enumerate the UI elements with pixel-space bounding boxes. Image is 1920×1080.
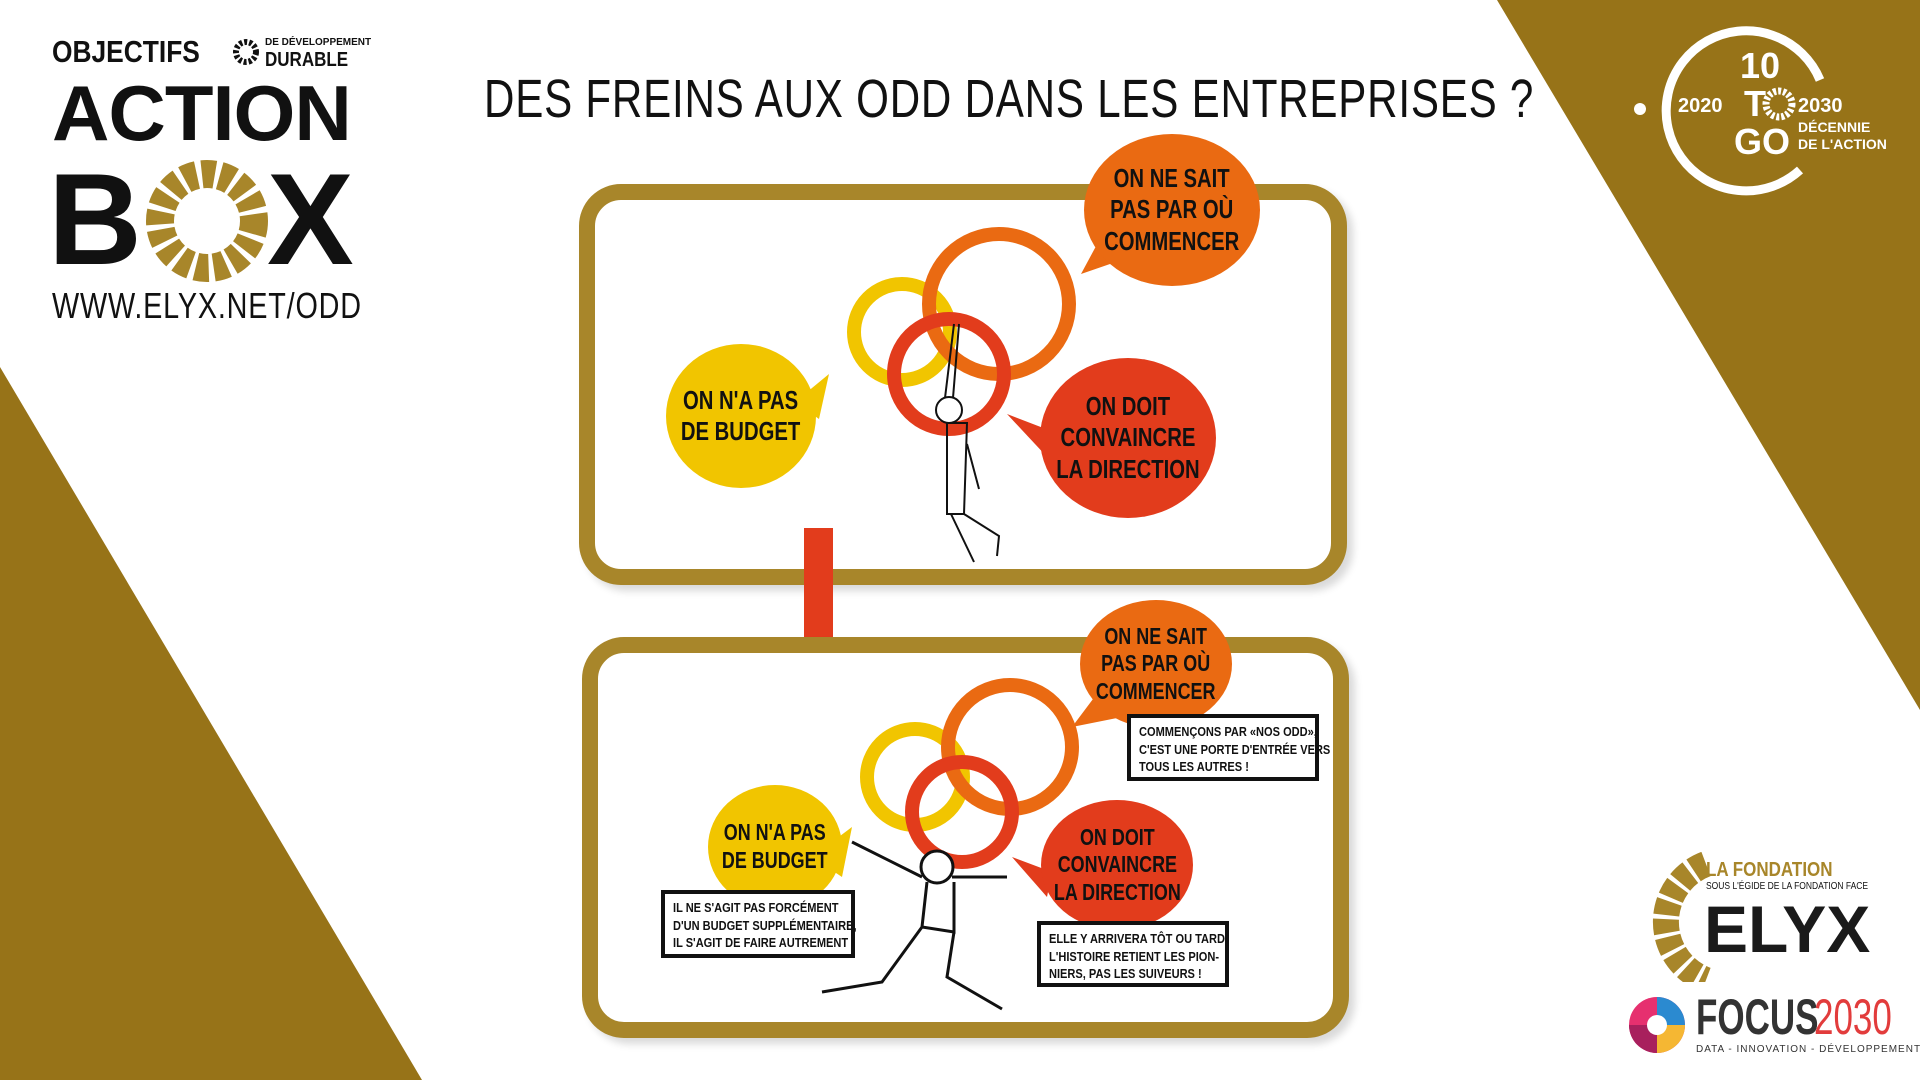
elyx-name: ELYX [1704, 892, 1871, 966]
top-yellow-text: ON N'A PAS DE BUDGET [681, 384, 801, 446]
bottom-red-bubble: ON DOIT CONVAINCRE LA DIRECTION [1041, 800, 1193, 930]
note-direction-text: ELLE Y ARRIVERA TÔT OU TARD. L'HISTOIRE … [1049, 931, 1229, 982]
logo-2030: 2030 [1798, 95, 1843, 117]
bottom-orange-text: ON NE SAIT PAS PAR OÙ COMMENCER [1096, 622, 1216, 704]
bottom-red-text: ON DOIT CONVAINCRE LA DIRECTION [1053, 823, 1181, 905]
focus-name: FOCUS [1696, 989, 1819, 1045]
bottom-yellow-text: ON N'A PAS DE BUDGET [722, 819, 828, 873]
note-budget-text: IL NE S'AGIT PAS FORCÉMENT D'UN BUDGET S… [673, 900, 857, 951]
stick-figure-jumping [821, 840, 1007, 1011]
bottom-orange-bubble: ON NE SAIT PAS PAR OÙ COMMENCER [1080, 600, 1232, 728]
logo-sub1: DE DÉVELOPPEMENT [265, 37, 372, 48]
right-gold-triangle [1497, 0, 1920, 710]
stick-figure-hanging [935, 323, 1001, 563]
top-red-text: ON DOIT CONVAINCRE LA DIRECTION [1056, 391, 1200, 484]
page-title: DES FREINS AUX ODD DANS LES ENTREPRISES … [484, 69, 1535, 129]
focus-tagline: DATA - INNOVATION - DÉVELOPPEMENT [1696, 1044, 1920, 1055]
elyx-subtitle: SOUS L'ÉGIDE DE LA FONDATION FACE [1706, 881, 1869, 892]
logo-2020: 2020 [1678, 95, 1723, 117]
focus-aperture-icon [1629, 997, 1685, 1053]
note-budget: IL NE S'AGIT PAS FORCÉMENT D'UN BUDGET S… [661, 890, 857, 958]
logo-url[interactable]: WWW.ELYX.NET/ODD [52, 285, 362, 326]
logo-sub2: DURABLE [265, 49, 349, 71]
logo-action: ACTION [52, 69, 352, 157]
logo-go: GO [1734, 121, 1791, 162]
top-red-bubble: ON DOIT CONVAINCRE LA DIRECTION [1040, 358, 1216, 518]
focus-year: 2030 [1814, 989, 1892, 1045]
bottom-yellow-bubble: ON N'A PAS DE BUDGET [708, 785, 842, 909]
left-gold-triangle [0, 367, 422, 1080]
top-orange-text: ON NE SAIT PAS PAR OÙ COMMENCER [1104, 163, 1240, 256]
decade-of-action-logo: 10 T GO 2020 2030 DÉCENNIE DE L'ACTION [1620, 0, 1920, 220]
red-ring [887, 312, 1011, 436]
fondation-elyx-logo: LA FONDATION SOUS L'ÉGIDE DE LA FONDATIO… [1636, 852, 1876, 982]
logo-of-action: DE L'ACTION [1798, 136, 1887, 152]
logo-10: 10 [1740, 45, 1781, 86]
action-box-logo: OBJECTIFS DE DÉVELOPPEMENT DURABLE ACTIO… [48, 34, 372, 336]
sdg-wheel-o-icon [146, 160, 268, 282]
logo-objectifs: OBJECTIFS [52, 34, 200, 69]
logo-to: T [1744, 83, 1766, 124]
yellow-ring [847, 277, 957, 387]
top-yellow-bubble: ON N'A PAS DE BUDGET [666, 344, 816, 488]
logo-decade: DÉCENNIE [1798, 119, 1871, 135]
note-direction: ELLE Y ARRIVERA TÔT OU TARD. L'HISTOIRE … [1037, 921, 1229, 987]
note-start: COMMENÇONS PAR «NOS ODD», C'EST UNE PORT… [1127, 714, 1331, 781]
logo-x: X [267, 146, 354, 292]
elyx-la-fondation: LA FONDATION [1706, 859, 1833, 881]
bottom-doodle [812, 678, 1122, 1011]
sdg-wheel-icon [233, 39, 259, 65]
top-orange-bubble: ON NE SAIT PAS PAR OÙ COMMENCER [1084, 134, 1260, 286]
logo-b: B [48, 146, 142, 292]
focus-2030-logo: FOCUS 2030 DATA - INNOVATION - DÉVELOPPE… [1628, 989, 1920, 1058]
note-start-text: COMMENÇONS PAR «NOS ODD», C'EST UNE PORT… [1139, 724, 1331, 775]
